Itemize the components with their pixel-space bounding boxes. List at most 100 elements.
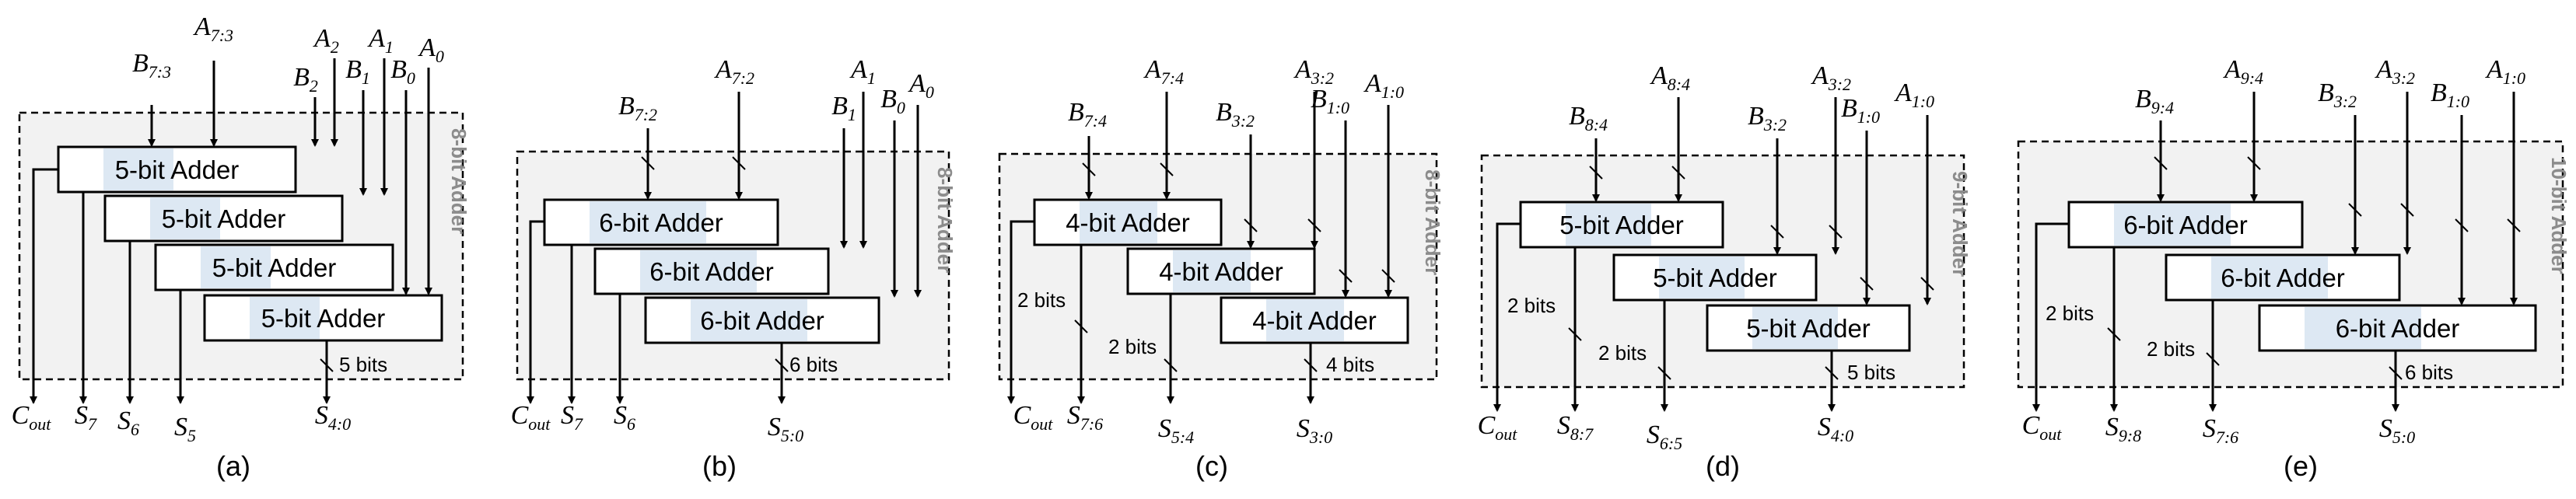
- output-cout-symbol: C: [1478, 411, 1496, 440]
- bus-width-slash: [1825, 366, 1839, 380]
- input-b-high-subscript: 9:4: [2151, 98, 2174, 117]
- adder-box-highlight: [1080, 201, 1157, 243]
- bit-width-label: 6 bits: [789, 353, 838, 376]
- input-a-high-symbol: A: [1650, 61, 1668, 90]
- output-s40-subscript: 4:0: [1831, 426, 1853, 445]
- input-a32-symbol: A: [1811, 61, 1829, 90]
- input-a-high-subscript: 9:4: [2241, 68, 2263, 88]
- input-b32-subscript: 3:2: [1231, 111, 1255, 131]
- bit-width-label: 2 bits: [1108, 335, 1157, 358]
- carry-out-wire: [1493, 222, 1521, 412]
- adder-box: [2165, 253, 2401, 302]
- panel-caption: (a): [216, 450, 250, 482]
- outer-adder-label: 8-bit Adder: [1421, 169, 1444, 275]
- bus-width-slash: [1339, 269, 1353, 283]
- panel-caption: (d): [1706, 450, 1740, 482]
- input-a10-symbol: A: [2485, 55, 2503, 84]
- adder-box-highlight: [2305, 307, 2421, 349]
- bit-width-label: 5 bits: [1847, 361, 1895, 384]
- input-b0: B0: [880, 85, 905, 117]
- output-s50: S5:0: [2379, 414, 2415, 447]
- input-b1: B1: [345, 55, 370, 88]
- outer-adder-label: 9-bit Adder: [1948, 171, 1972, 277]
- input-b10: B1:0: [1311, 85, 1349, 117]
- input-a1: A1: [367, 24, 394, 57]
- output-cout: Cout: [12, 401, 52, 434]
- bus-width-slash: [1381, 269, 1395, 283]
- output-s6: S6: [614, 401, 635, 434]
- output-s54: S5:4: [1158, 414, 1194, 447]
- output-s98-symbol: S: [2105, 413, 2119, 441]
- bus-width-slash: [2107, 327, 2121, 341]
- input-a-high-symbol: A: [193, 12, 211, 41]
- input-b32-symbol: B: [1216, 98, 1232, 127]
- input-a-high: A7:4: [1143, 55, 1184, 88]
- input-a-high-subscript: 7:2: [732, 68, 754, 88]
- bit-width-label: 5 bits: [339, 353, 387, 376]
- output-s40-symbol: S: [315, 401, 328, 430]
- input-b10-symbol: B: [1311, 85, 1327, 113]
- input-a32-symbol: A: [2375, 55, 2392, 84]
- output-s7-symbol: S: [561, 401, 574, 430]
- bus-width-slash: [1164, 358, 1178, 372]
- input-b-high: B7:3: [132, 49, 171, 82]
- output-s7-subscript: 7: [574, 414, 583, 434]
- adder-label: 4-bit Adder: [1159, 257, 1283, 286]
- input-a0-symbol: A: [418, 33, 436, 62]
- input-a-high-symbol: A: [714, 55, 732, 84]
- output-s87: S8:7: [1557, 411, 1594, 444]
- input-b32: B3:2: [2318, 79, 2357, 111]
- input-b2-symbol: B: [293, 63, 310, 92]
- carry-out-wire: [1007, 220, 1034, 404]
- panel-caption: (e): [2284, 450, 2318, 482]
- input-b0-symbol: B: [880, 85, 897, 113]
- input-b-high-subscript: 7:3: [149, 62, 171, 82]
- input-a0-symbol: A: [908, 69, 926, 98]
- input-a1-subscript: 1: [385, 37, 394, 57]
- output-s76: S7:6: [2203, 414, 2238, 447]
- input-a10-subscript: 1:0: [1912, 92, 1934, 111]
- adder-box-fill: [205, 295, 442, 340]
- output-s87-symbol: S: [1557, 411, 1570, 440]
- bus-width-slash: [1244, 218, 1258, 232]
- adder-label: 4-bit Adder: [1066, 208, 1190, 237]
- bus-width-slash: [1920, 277, 1934, 291]
- input-a0: A0: [908, 69, 934, 102]
- input-b-high-subscript: 7:4: [1084, 111, 1107, 131]
- bit-width-label: 2 bits: [1017, 288, 1066, 312]
- output-s87-subscript: 8:7: [1570, 424, 1594, 444]
- panel-caption: (c): [1195, 450, 1228, 482]
- adder-box: [1126, 247, 1316, 295]
- input-b0-symbol: B: [390, 55, 407, 84]
- input-b-high-symbol: B: [1569, 102, 1585, 131]
- bus-width-slash: [732, 156, 746, 170]
- bus-width-slash: [320, 358, 334, 372]
- output-s76-symbol: S: [1067, 401, 1080, 430]
- adder-label: 5-bit Adder: [115, 155, 240, 184]
- output-cout-subscript: out: [528, 414, 551, 434]
- bus-width-slash: [1770, 225, 1784, 239]
- output-cout-subscript: out: [2039, 424, 2062, 444]
- bit-width-label: 6 bits: [2405, 361, 2453, 384]
- input-a-high: A9:4: [2223, 55, 2263, 88]
- input-b0: B0: [390, 55, 415, 88]
- bus-width-slash: [1082, 162, 1096, 176]
- input-a32-subscript: 3:2: [1311, 68, 1334, 88]
- input-b2-subscript: 2: [310, 76, 318, 96]
- adder-label: 5-bit Adder: [1653, 263, 1777, 292]
- input-b10-subscript: 1:0: [1327, 98, 1349, 117]
- bus-width-slash: [1860, 277, 1874, 291]
- input-b32-symbol: B: [1748, 102, 1764, 131]
- output-s30-symbol: S: [1297, 414, 1310, 443]
- input-a32-subscript: 3:2: [1828, 75, 1851, 94]
- input-a1-symbol: A: [849, 55, 867, 84]
- input-b10-symbol: B: [2431, 79, 2447, 107]
- carry-out-wire: [30, 168, 58, 404]
- adder-box-highlight: [201, 246, 271, 288]
- output-s98-subscript: 9:8: [2119, 426, 2141, 445]
- outer-adder-label: 8-bit Adder: [447, 128, 471, 234]
- output-s7-subscript: 7: [88, 414, 97, 434]
- adder-box-fill: [58, 147, 296, 192]
